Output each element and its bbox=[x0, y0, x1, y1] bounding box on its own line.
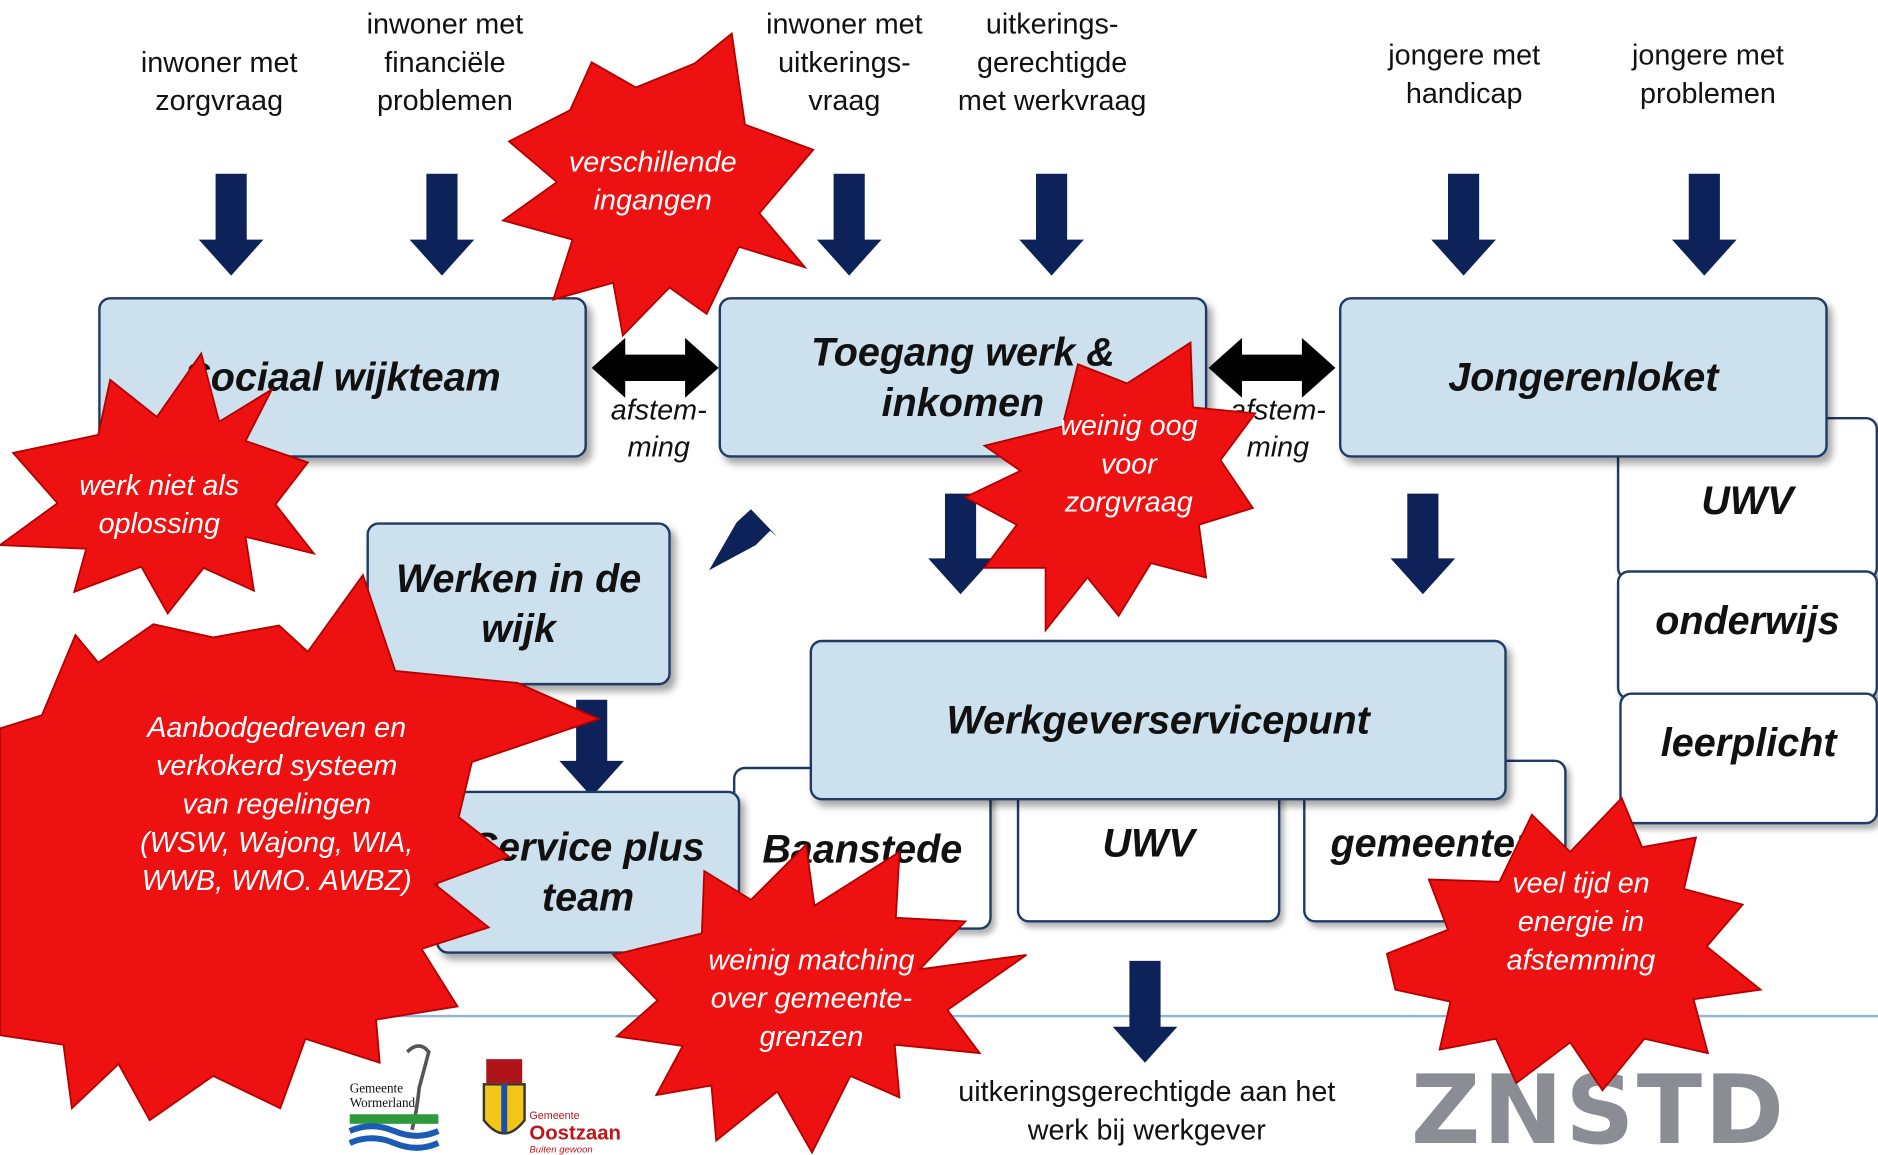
logo-oostzaan-line2: Oostzaan bbox=[529, 1122, 621, 1144]
box-jongerenloket-label: Jongerenloket bbox=[1448, 354, 1719, 399]
box-werken-in-de-wijk: Werken in de wijk bbox=[366, 522, 671, 686]
partner-gemeenten-label: gemeenten bbox=[1330, 820, 1540, 866]
burst-zorgvraag-shape bbox=[963, 341, 1257, 633]
burst-ingangen-shape bbox=[500, 31, 815, 338]
input-label-uitkeringsvraag: inwoner met uitkerings- vraag bbox=[766, 8, 923, 118]
arrow-down-problemen bbox=[1671, 173, 1737, 276]
input-label-financiele-problemen: inwoner met financiële problemen bbox=[366, 8, 524, 118]
arrow-down-werk bbox=[1019, 173, 1084, 276]
arrow-down-toegang bbox=[928, 493, 993, 595]
burst-aanbod-text: Aanbodgedreven en verkokerd systeem van … bbox=[140, 711, 414, 898]
burst-matching-text: weinig matching over gemeente- grenzen bbox=[708, 944, 915, 1054]
burst-zorgvraag-text: weinig oog voor zorgvraag bbox=[1060, 409, 1198, 519]
side-stack-onderwijs-card: onderwijs bbox=[1616, 570, 1878, 700]
afstemming-label-right: afstem- ming bbox=[1230, 394, 1326, 464]
double-arrow-left bbox=[591, 337, 719, 398]
box-werkgeverservicepunt: Werkgeverservicepunt bbox=[809, 639, 1507, 801]
side-stack-uwv-label: UWV bbox=[1701, 478, 1794, 523]
arrow-down-uitk bbox=[816, 173, 882, 276]
input-label-zorgvraag: inwoner met zorgvraag bbox=[140, 46, 298, 118]
side-stack-leerplicht-card: leerplicht bbox=[1619, 692, 1878, 825]
input-label-jongere-problemen: jongere met problemen bbox=[1632, 39, 1784, 111]
burst-matching-shape bbox=[611, 842, 1027, 1155]
arrow-down-fin bbox=[409, 173, 475, 276]
arrow-down-jongeren bbox=[1390, 493, 1456, 595]
box-werkgeverservicepunt-label: Werkgeverservicepunt bbox=[946, 697, 1370, 742]
logo-wormerland-line1: Gemeente bbox=[350, 1081, 403, 1096]
box-toegang-werk-inkomen: Toegang werk & inkomen bbox=[718, 297, 1208, 458]
logo-wormerland-line2: Wormerland bbox=[350, 1095, 416, 1110]
box-jongerenloket: Jongerenloket bbox=[1339, 297, 1828, 458]
double-arrow-right bbox=[1208, 337, 1336, 398]
burst-afstemming-shape bbox=[1385, 796, 1763, 1092]
arrow-down-handicap bbox=[1431, 173, 1496, 276]
box-werken-label: Werken in de wijk bbox=[395, 555, 642, 651]
afstemming-label-left: afstem- ming bbox=[610, 394, 707, 464]
arrow-down-outcome bbox=[1112, 960, 1178, 1063]
logo-wormerland: Gemeente Wormerland bbox=[348, 1044, 440, 1151]
logo-oostzaan-line1: Gemeente bbox=[529, 1110, 579, 1122]
arrow-down-zorg bbox=[198, 173, 264, 276]
burst-afstemming-text: veel tijd en energie in afstemming bbox=[1506, 867, 1656, 977]
arrow-down-werken bbox=[559, 699, 625, 797]
outcome-label: uitkeringsgerechtigde aan het werk bij w… bbox=[958, 1075, 1336, 1147]
box-sociaal-wijkteam-label: Sociaal wijkteam bbox=[184, 354, 501, 399]
burst-aanbod-shape bbox=[0, 573, 602, 1122]
box-toegang-label: Toegang werk & inkomen bbox=[811, 329, 1115, 425]
partner-uwv-label: UWV bbox=[1102, 820, 1195, 866]
input-label-werkvraag: uitkerings- gerechtigde met werkvraag bbox=[957, 8, 1147, 118]
logo-oostzaan-line3: Buiten gewoon bbox=[529, 1145, 592, 1155]
arrow-diagonal-werken bbox=[709, 509, 778, 571]
side-stack-onderwijs-label: onderwijs bbox=[1655, 597, 1840, 643]
logo-oostzaan: Gemeente Oostzaan Buiten gewoon bbox=[482, 1059, 621, 1155]
burst-werk-oplossing-shape bbox=[0, 351, 317, 616]
side-stack-leerplicht-label: leerplicht bbox=[1660, 720, 1837, 765]
burst-ingangen-text: verschillende ingangen bbox=[568, 146, 737, 217]
burst-werk-oplossing-text: werk niet als oplossing bbox=[79, 469, 240, 541]
input-label-jongere-handicap: jongere met handicap bbox=[1388, 39, 1541, 111]
